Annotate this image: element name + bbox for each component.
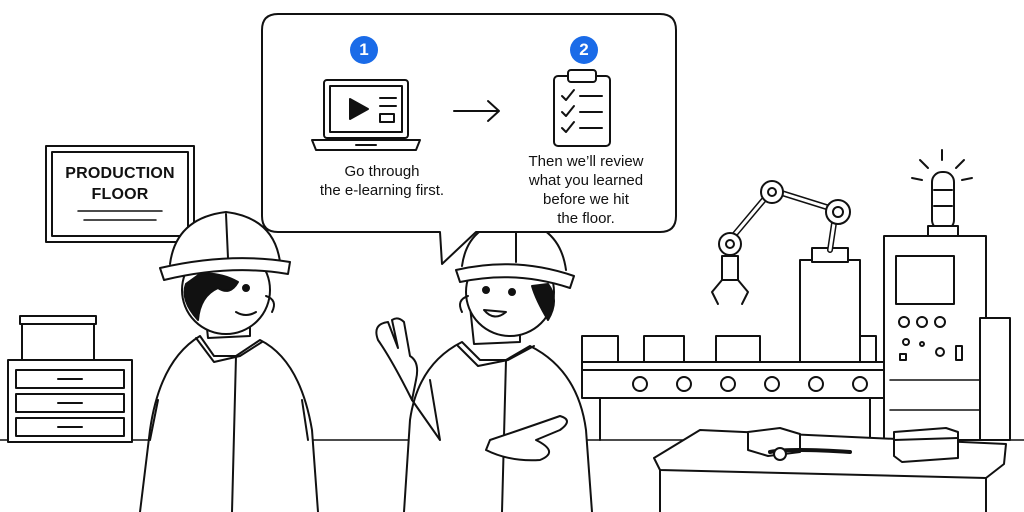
sign-line1: PRODUCTION	[65, 165, 175, 182]
step-1-line1: Go through	[344, 163, 420, 180]
signal-light	[911, 149, 973, 237]
step-2-line1: Then we’ll review	[528, 153, 644, 170]
step-1-line2: the e-learning first.	[319, 182, 445, 199]
worker-left	[139, 211, 319, 512]
laptop-video-icon	[311, 79, 421, 151]
step-2-line3: before we hit	[543, 191, 629, 208]
arrow-right-icon	[453, 100, 500, 122]
workbench	[653, 427, 1007, 512]
worker-right	[375, 219, 593, 512]
control-machine	[883, 235, 1011, 441]
step-2-badge: 2	[570, 36, 598, 64]
clipboard-checklist-icon	[553, 69, 611, 147]
step-1-text: Go through the e-learning first.	[290, 162, 474, 200]
step-2-text: Then we’ll review what you learned befor…	[506, 152, 666, 228]
step-2-line2: what you learned	[528, 172, 644, 189]
production-floor-sign	[45, 145, 195, 243]
sign-line2: FLOOR	[91, 186, 149, 203]
step-2-line4: the floor.	[557, 210, 615, 227]
storage-cabinet	[7, 315, 133, 443]
production-floor-sign-text: PRODUCTION FLOOR	[58, 163, 182, 205]
robotic-arm	[711, 180, 861, 363]
step-1-badge: 1	[350, 36, 378, 64]
